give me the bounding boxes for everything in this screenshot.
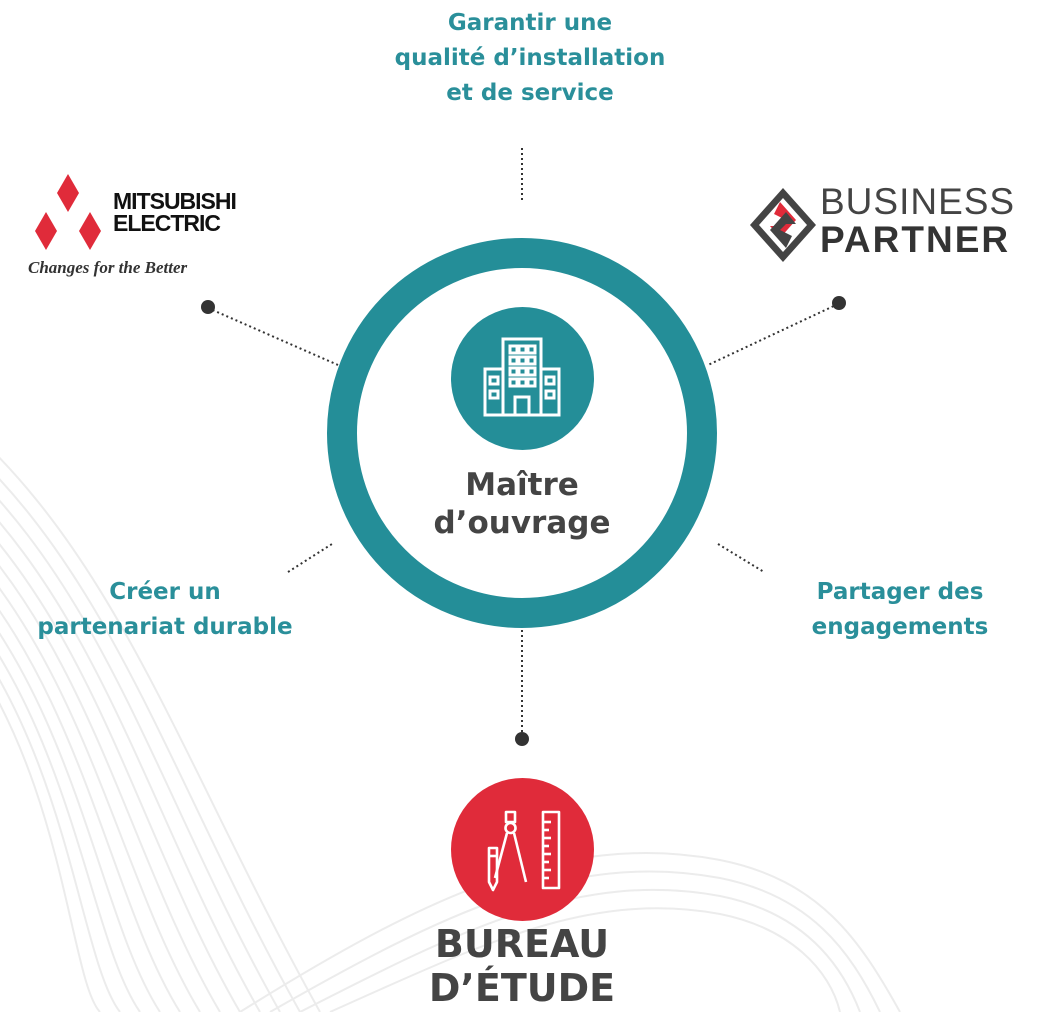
connector-right-goal bbox=[717, 543, 765, 573]
mitsubishi-tagline: Changes for the Better bbox=[28, 258, 188, 277]
connector-business-partner bbox=[707, 303, 839, 366]
mitsubishi-diamonds-icon bbox=[35, 174, 101, 250]
connector-dot-mitsubishi bbox=[201, 300, 215, 314]
connector-left-goal bbox=[287, 543, 333, 573]
business-partner-emblem-icon bbox=[750, 188, 816, 262]
client-title: Maître d’ouvrage bbox=[433, 467, 611, 541]
goal-quality-label: Garantir une qualité d’installation et d… bbox=[394, 10, 666, 106]
connector-dot-business-partner bbox=[832, 296, 846, 310]
tools-badge bbox=[451, 778, 594, 921]
building-icon bbox=[483, 337, 561, 417]
business-partner-logo: BUSINESS PARTNER bbox=[748, 180, 1058, 270]
connector-mitsubishi bbox=[207, 307, 339, 366]
design-office-title: BUREAU D’ÉTUDE bbox=[428, 922, 616, 1010]
building-badge bbox=[451, 307, 594, 450]
mitsubishi-electric-logo: MITSUBISHI ELECTRIC Changes for the Bett… bbox=[20, 168, 290, 277]
goal-commitments-label: Partager des engagements bbox=[811, 579, 989, 640]
connector-dot-bottom bbox=[515, 732, 529, 746]
drafting-tools-icon bbox=[487, 810, 561, 892]
goal-partnership-label: Créer un partenariat durable bbox=[37, 579, 293, 640]
